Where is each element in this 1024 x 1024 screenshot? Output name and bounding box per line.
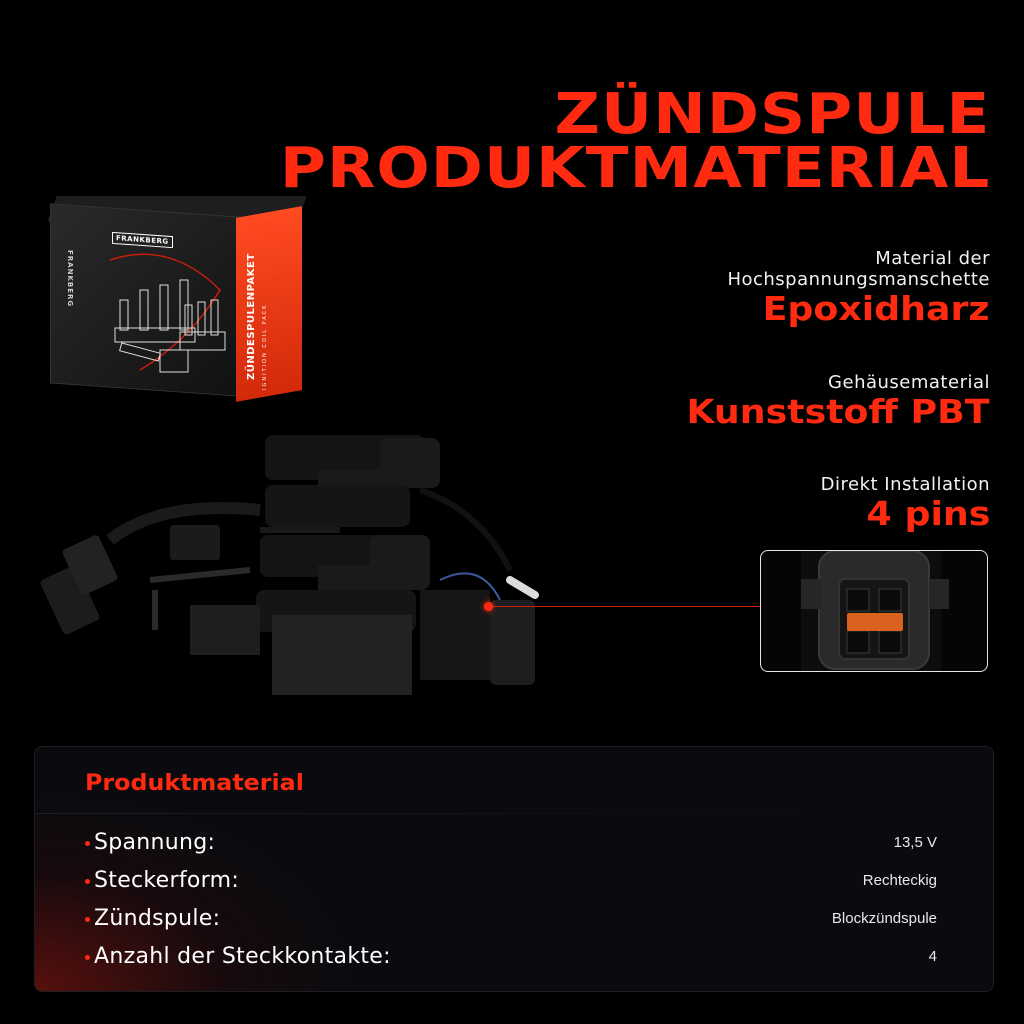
bullet-icon	[85, 841, 90, 846]
bullet-icon	[85, 955, 90, 960]
panel-title: Produktmaterial	[85, 771, 304, 796]
spec-row-voltage: Spannung: 13,5 V	[85, 827, 937, 857]
title-line-1: ZÜNDSPULE	[554, 82, 990, 147]
connector-closeup-image	[760, 550, 988, 672]
callout-line	[490, 606, 762, 607]
product-material-panel: Produktmaterial Spannung: 13,5 V Stecker…	[34, 746, 994, 992]
spec-boot-material: Material der Hochspannungsmanschette Epo…	[727, 248, 990, 328]
spec-value: Kunststoff PBT	[686, 392, 990, 431]
spec-value: Epoxidharz	[763, 289, 990, 328]
row-label: Steckerform:	[94, 867, 240, 893]
spec-housing-material: Gehäusematerial Kunststoff PBT	[687, 372, 990, 431]
spec-installation: Direkt Installation 4 pins	[821, 474, 990, 533]
row-value: 4	[928, 947, 937, 965]
product-box-image: FRANKBERG FRANKBERG ZÜNDESPULENPAKET IGN…	[40, 190, 307, 420]
box-side-subtitle: IGNITION COIL PACK	[262, 303, 268, 390]
row-value: Blockzündspule	[831, 909, 937, 927]
connector-4pin-icon	[801, 551, 949, 671]
ignition-coil-image	[40, 435, 539, 695]
spec-label: Material der	[875, 248, 990, 269]
spec-label: Gehäusematerial	[828, 372, 990, 393]
spec-row-coil-type: Zündspule: Blockzündspule	[85, 903, 937, 933]
spec-label: Hochspannungsmanschette	[727, 269, 990, 290]
spec-label: Direkt Installation	[820, 474, 990, 495]
spec-row-pin-count: Anzahl der Steckkontakte: 4	[85, 941, 937, 971]
row-value: Rechteckig	[862, 871, 937, 889]
title-line-2: PRODUKTMATERIAL	[279, 136, 990, 201]
panel-divider	[35, 813, 815, 814]
spec-value: 4 pins	[866, 494, 990, 533]
page-title: ZÜNDSPULE PRODUKTMATERIAL	[279, 87, 990, 197]
row-label: Spannung:	[94, 829, 216, 855]
row-label: Zündspule:	[94, 905, 221, 931]
spec-row-plug-shape: Steckerform: Rechteckig	[85, 865, 937, 895]
box-left-text: FRANKBERG	[66, 250, 74, 308]
row-label: Anzahl der Steckkontakte:	[94, 943, 391, 969]
callout-dot	[484, 602, 493, 611]
bullet-icon	[85, 917, 90, 922]
coil-line-art-icon	[109, 253, 226, 373]
row-value: 13,5 V	[893, 833, 937, 851]
bullet-icon	[85, 879, 90, 884]
